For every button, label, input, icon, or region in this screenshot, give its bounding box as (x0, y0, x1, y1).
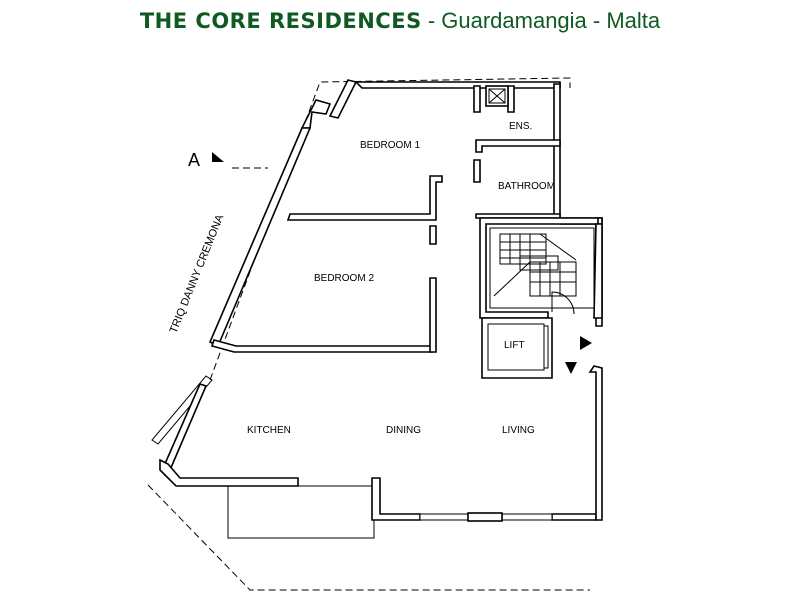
room-label-living: LIVING (502, 425, 535, 436)
exterior-walls (159, 79, 603, 521)
room-label-dining: DINING (386, 425, 421, 436)
room-label-bedroom2: BEDROOM 2 (314, 273, 374, 284)
lift-shaft (481, 317, 553, 379)
section-label: A (188, 150, 200, 170)
interior-walls (286, 85, 561, 353)
room-label-lift: LIFT (504, 340, 525, 351)
entrance-arrow-right (580, 336, 592, 350)
section-marker: A (188, 150, 224, 170)
south-windows (419, 512, 553, 522)
title-location: - Guardamangia - Malta (421, 8, 661, 33)
page-title: THE CORE RESIDENCES - Guardamangia - Mal… (0, 8, 800, 34)
entrance-arrow-down (565, 362, 577, 374)
street-label: TRIQ DANNY CREMONA (168, 212, 227, 335)
room-label-kitchen: KITCHEN (247, 425, 291, 436)
room-label-bathroom: BATHROOM (498, 181, 555, 192)
title-main: THE CORE RESIDENCES (139, 9, 422, 33)
terrace (151, 375, 375, 539)
stair-core (479, 217, 603, 319)
vent-shaft (485, 85, 509, 107)
room-label-bedroom1: BEDROOM 1 (360, 140, 420, 151)
room-label-ensuite: ENS. (509, 121, 532, 132)
